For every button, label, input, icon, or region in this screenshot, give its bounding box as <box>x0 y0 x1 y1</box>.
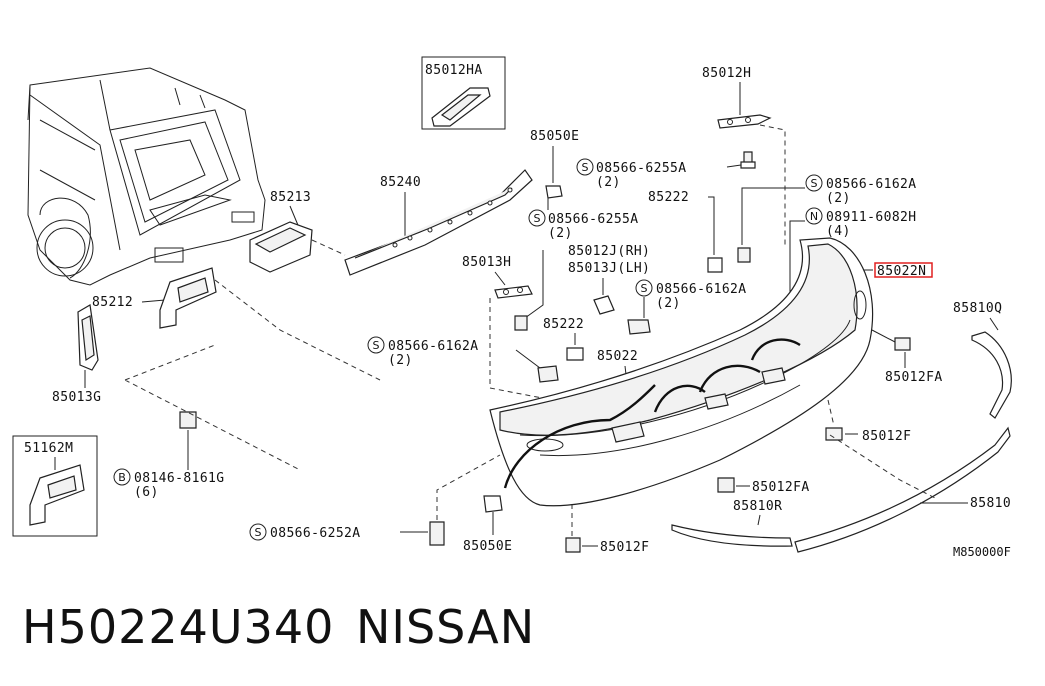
label-85810R: 85810R <box>733 499 782 514</box>
fastener-08146-8161G: B 08146-8161G (6) <box>113 344 301 500</box>
label-08566-6252A: 08566-6252A <box>270 526 361 541</box>
part-85012F-bottom: 85012F <box>565 505 649 555</box>
part-85213: 85213 <box>249 190 346 273</box>
label-85012F-bottom: 85012F <box>600 540 649 555</box>
label-85212: 85212 <box>92 295 133 310</box>
fastener-08566-6162A-right: S 08566-6162A (2) <box>737 174 917 263</box>
footer-part-number: H50224U340 <box>22 600 335 654</box>
fastener-08566-6162A-left: S 08566-6162A (2) <box>367 336 559 383</box>
qty-08566-6162A-mid: (2) <box>656 296 681 311</box>
fastener-08911-6082H: N 08911-6082H (4) <box>783 207 917 329</box>
part-85012J-85013J: 85012J(RH) 85013J(LH) <box>568 244 650 315</box>
screw-symbol: S <box>373 339 380 352</box>
label-85222-mid: 85222 <box>543 317 584 332</box>
label-85013G: 85013G <box>52 390 101 405</box>
part-85810R: 85810R <box>671 499 793 547</box>
label-08911-6082H: 08911-6082H <box>826 210 917 225</box>
qty-08566-6162A-right: (2) <box>826 191 851 206</box>
part-85012H: 85012H <box>702 66 786 248</box>
label-08566-6162A-right: 08566-6162A <box>826 177 917 192</box>
part-85222-mid: 85222 <box>543 317 584 361</box>
label-85222-top: 85222 <box>648 190 689 205</box>
label-85013J: 85013J(LH) <box>568 261 650 276</box>
part-85240: 85240 <box>344 169 533 276</box>
label-85050E-top: 85050E <box>530 129 579 144</box>
part-85012FA-bottom: 85012FA <box>717 477 810 495</box>
nut-icon <box>805 207 823 225</box>
part-85013H: 85013H <box>462 255 606 411</box>
bolt-icon <box>113 468 131 486</box>
label-85810Q: 85810Q <box>953 301 1002 316</box>
screw-icon <box>635 279 653 297</box>
qty-08566-6255A-mid: (2) <box>548 226 573 241</box>
label-08566-6162A-left: 08566-6162A <box>388 339 479 354</box>
qty-08566-6255A-top: (2) <box>596 175 621 190</box>
nut-symbol: N <box>810 210 818 223</box>
part-85810Q: 85810Q <box>953 301 1012 419</box>
part-85012HA: 85012HA <box>421 56 506 130</box>
fastener-08566-6162A-mid: S 08566-6162A (2) <box>627 279 747 335</box>
label-85022: 85022 <box>597 349 638 364</box>
screw-icon <box>249 523 267 541</box>
label-85810: 85810 <box>970 496 1011 511</box>
highlight-box <box>874 262 933 278</box>
screw-icon <box>367 336 385 354</box>
part-85012F-right: 85012F <box>825 399 911 444</box>
label-85012H: 85012H <box>702 66 751 81</box>
fastener-08566-6255A-top: S 08566-6255A (2) <box>576 151 756 190</box>
part-85022-bumper: 85022 <box>489 237 874 507</box>
label-08566-6162A-mid: 08566-6162A <box>656 282 747 297</box>
part-85050E-bottom: 85050E <box>463 495 512 554</box>
screw-symbol: S <box>582 161 589 174</box>
screw-icon <box>528 209 546 227</box>
screw-icon <box>576 158 594 176</box>
parts-diagram: 85012HA 85012H 85050E S 08566-6255A (2) … <box>12 56 1012 559</box>
label-08146-8161G: 08146-8161G <box>134 471 225 486</box>
label-85012J: 85012J(RH) <box>568 244 650 259</box>
screw-symbol: S <box>534 212 541 225</box>
qty-08566-6162A-left: (2) <box>388 353 413 368</box>
vehicle-outline <box>27 67 266 286</box>
qty-08146-8161G: (6) <box>134 485 159 500</box>
screw-icon <box>805 174 823 192</box>
label-85012F-right: 85012F <box>862 429 911 444</box>
label-85013H: 85013H <box>462 255 511 270</box>
label-85022N: 85022N <box>877 264 926 279</box>
label-85012FA-bottom: 85012FA <box>752 480 810 495</box>
label-85012FA-right: 85012FA <box>885 370 943 385</box>
part-85810: 85810 <box>794 426 1011 553</box>
fastener-08566-6252A: S 08566-6252A <box>249 454 501 546</box>
diagram-code: M850000F <box>953 545 1011 559</box>
screw-symbol: S <box>811 177 818 190</box>
part-85050E-top: 85050E <box>530 129 579 210</box>
part-85013G: 85013G <box>52 304 101 405</box>
footer-brand: NISSAN <box>356 600 536 654</box>
screw-symbol: S <box>641 282 648 295</box>
label-85240: 85240 <box>380 175 421 190</box>
part-85012FA-right: 85012FA <box>871 329 943 385</box>
part-85212: 85212 <box>92 267 381 381</box>
label-85050E-bottom: 85050E <box>463 539 512 554</box>
qty-08911-6082H: (4) <box>826 224 851 239</box>
label-51162M: 51162M <box>24 441 73 456</box>
bolt-symbol: B <box>118 471 126 484</box>
part-85222-top: 85222 <box>648 190 723 273</box>
label-85012HA: 85012HA <box>425 63 483 78</box>
fastener-08566-6255A-mid: S 08566-6255A (2) <box>524 209 639 319</box>
screw-symbol: S <box>255 526 262 539</box>
label-08566-6255A-top: 08566-6255A <box>596 161 687 176</box>
label-85213: 85213 <box>270 190 311 205</box>
part-51162M: 51162M <box>12 435 98 537</box>
label-08566-6255A-mid: 08566-6255A <box>548 212 639 227</box>
